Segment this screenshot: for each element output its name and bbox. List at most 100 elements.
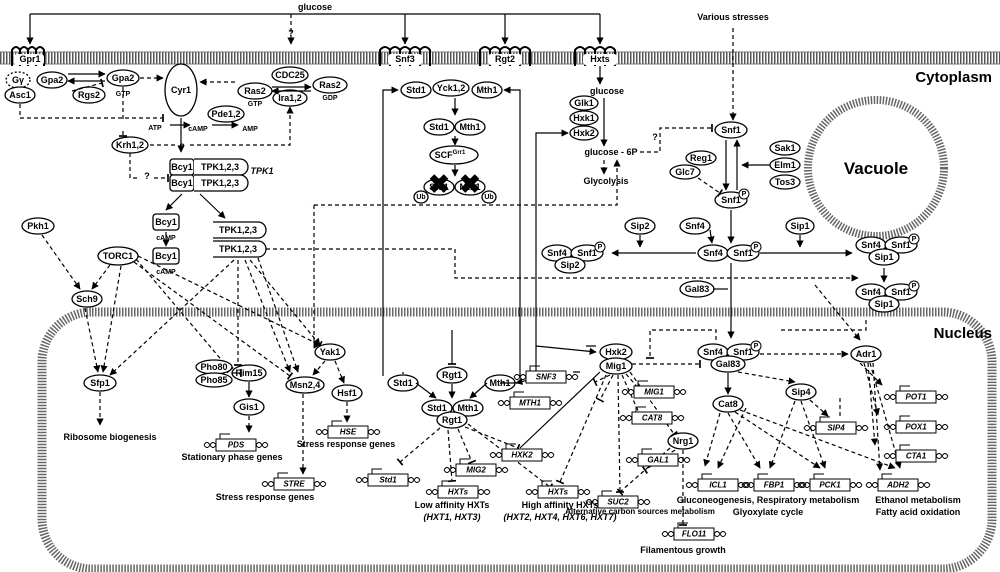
- snf1-node-b: Snf1: [721, 195, 741, 205]
- phospho-c: P: [598, 244, 603, 251]
- gene-mig1g: MIG1: [621, 380, 687, 399]
- snf4-node-b: Snf4: [703, 248, 723, 258]
- gene-pot1: POT1: [883, 385, 949, 404]
- snf1-node-a: Snf1: [721, 125, 741, 135]
- pkh1-node: Pkh1: [27, 221, 49, 231]
- snf1-node-d: Snf1: [577, 248, 597, 258]
- gene-snf3g: SNF3: [513, 365, 579, 384]
- gene-label-adh2: ADH2: [886, 481, 909, 490]
- sfp1-node: Sfp1: [90, 378, 110, 388]
- stationary-phase-label: Stationary phase genes: [181, 452, 282, 462]
- snf1-node-e: Snf1: [891, 240, 911, 250]
- gene-pck1: PCK1: [797, 473, 863, 492]
- gtp-label-b: GTP: [248, 101, 263, 108]
- fatty-acid-label: Fatty acid oxidation: [876, 507, 961, 517]
- tpk123-node-d: TPK1,2,3: [219, 244, 257, 254]
- amp-label: AMP: [242, 126, 258, 133]
- gene-label-suc2: SUC2: [607, 498, 629, 507]
- gene-label-mth1g: MTH1: [519, 399, 541, 408]
- gene-label-cta1: CTA1: [906, 452, 927, 461]
- alt-carbon-label: Alternative carbon sources metabolism: [565, 507, 715, 516]
- gene-adh2: ADH2: [865, 473, 931, 492]
- question-mark-top: ?: [288, 28, 294, 38]
- hsf1-node: Hsf1: [337, 388, 357, 398]
- gene-suc2: SUC2: [585, 490, 651, 509]
- ub-label-b: Ub: [484, 194, 493, 201]
- gene-hxk2g: HXK2: [489, 443, 555, 462]
- vacuole-compartment: [804, 96, 948, 240]
- gal83-node-b: Gal83: [716, 359, 741, 369]
- hxk2-node-a: Hxk2: [573, 128, 595, 138]
- cytoplasm-label: Cytoplasm: [915, 69, 992, 86]
- gene-label-mig1g: MIG1: [644, 388, 664, 397]
- bcy1-node-a: Bcy1: [171, 162, 193, 172]
- nrg1-node: Nrg1: [673, 436, 694, 446]
- snf4-node-e: Snf4: [861, 287, 881, 297]
- pde12-node: Pde1,2: [211, 109, 240, 119]
- degradation-cross-a: ✖: [428, 169, 450, 199]
- vacuole-label: Vacuole: [844, 159, 908, 178]
- stress-response-label-a: Stress response genes: [297, 439, 396, 449]
- atp-label: ATP: [148, 125, 162, 132]
- sip4-node: Sip4: [791, 387, 810, 397]
- std1-node-e: Std1: [427, 403, 447, 413]
- low-affinity-label: Low affinity HXTs: [415, 500, 490, 510]
- bcy1-node-d: Bcy1: [155, 251, 177, 261]
- rim15-node: Rim15: [235, 368, 262, 378]
- question-mark-krh: ?: [179, 142, 185, 152]
- sip2-node-a: Sip2: [630, 221, 649, 231]
- bcy1-node-c: Bcy1: [155, 217, 177, 227]
- glk1-node: Glk1: [574, 98, 594, 108]
- mth1-node-a: Mth1: [477, 85, 498, 95]
- tpk123-node-b: TPK1,2,3: [201, 178, 239, 188]
- camp-label-c: cAMP: [156, 269, 176, 276]
- gene-cat8g: CAT8: [619, 406, 685, 425]
- ribosome-biogenesis-label: Ribosome biogenesis: [63, 432, 156, 442]
- hxk2-node-b: Hxk2: [605, 347, 627, 357]
- hxt-glycolysis-branch: glucose Glk1 Hxk1 Hxk2 glucose - 6P Glyc…: [535, 66, 638, 372]
- gene-pds: PDS: [203, 433, 269, 452]
- gene-label-pox1: POX1: [905, 423, 927, 432]
- scf-label: SCFGrr1: [435, 150, 466, 160]
- glc7-node: Glc7: [675, 167, 695, 177]
- high-affinity-label: High affinity HXTs: [522, 500, 599, 510]
- gluconeogenesis-label: Gluconeogenesis, Respiratory metabolism: [677, 495, 860, 505]
- gene-cta1: CTA1: [883, 444, 949, 463]
- snf1-branch: Snf1 Sak1 Elm1 Tos3 Reg1 Glc7 Snf1 Sip2 …: [313, 28, 920, 349]
- gpa2-node-b: Gpa2: [112, 73, 135, 83]
- krh12-node: Krh1,2: [116, 140, 144, 150]
- sch9-node: Sch9: [76, 294, 98, 304]
- gene-label-pds: PDS: [228, 441, 245, 450]
- tpk123-node-c: TPK1,2,3: [219, 225, 257, 235]
- hxk1-node: Hxk1: [573, 113, 595, 123]
- rgt2-receptor: Rgt2: [495, 54, 515, 64]
- gene-mth1g: MTH1: [497, 391, 563, 410]
- gene-hse: HSE: [315, 420, 381, 439]
- question-mark-bcy: ?: [144, 171, 150, 181]
- gene-fbp1: FBP1: [741, 473, 807, 492]
- high-affinity-sub: (HXT2, HXT4, HXT6, HXT7): [503, 512, 616, 522]
- torc1-branch: Pkh1 TORC1 Sch9: [21, 217, 859, 380]
- tpk1-label: TPK1: [250, 166, 273, 176]
- yck12-node: Yck1,2: [437, 83, 466, 93]
- ub-label-a: Ub: [416, 194, 425, 201]
- gene-label-snf3g: SNF3: [536, 373, 557, 382]
- ras2-node-b: Ras2: [319, 80, 341, 90]
- phospho-d: P: [912, 236, 917, 243]
- snf1-node-g: Snf1: [733, 347, 753, 357]
- gene-icl1: ICL1: [685, 473, 751, 492]
- gene-pox1: POX1: [883, 415, 949, 434]
- torc1-node: TORC1: [103, 251, 133, 261]
- gene-gal1: GAL1: [625, 448, 691, 467]
- gene-label-pck1: PCK1: [819, 481, 841, 490]
- gene-label-std1g: Std1: [379, 476, 397, 485]
- gene-label-hxtsl: HXTs: [448, 488, 469, 497]
- gene-label-fbp1: FBP1: [764, 481, 785, 490]
- snf4-node-a: Snf4: [685, 221, 705, 231]
- msn24-node: Msn2,4: [290, 380, 321, 390]
- gene-label-hxk2g: HXK2: [511, 451, 533, 460]
- phospho-a: P: [742, 191, 747, 198]
- gal83-node-a: Gal83: [685, 284, 710, 294]
- glucose-label: glucose: [298, 2, 332, 12]
